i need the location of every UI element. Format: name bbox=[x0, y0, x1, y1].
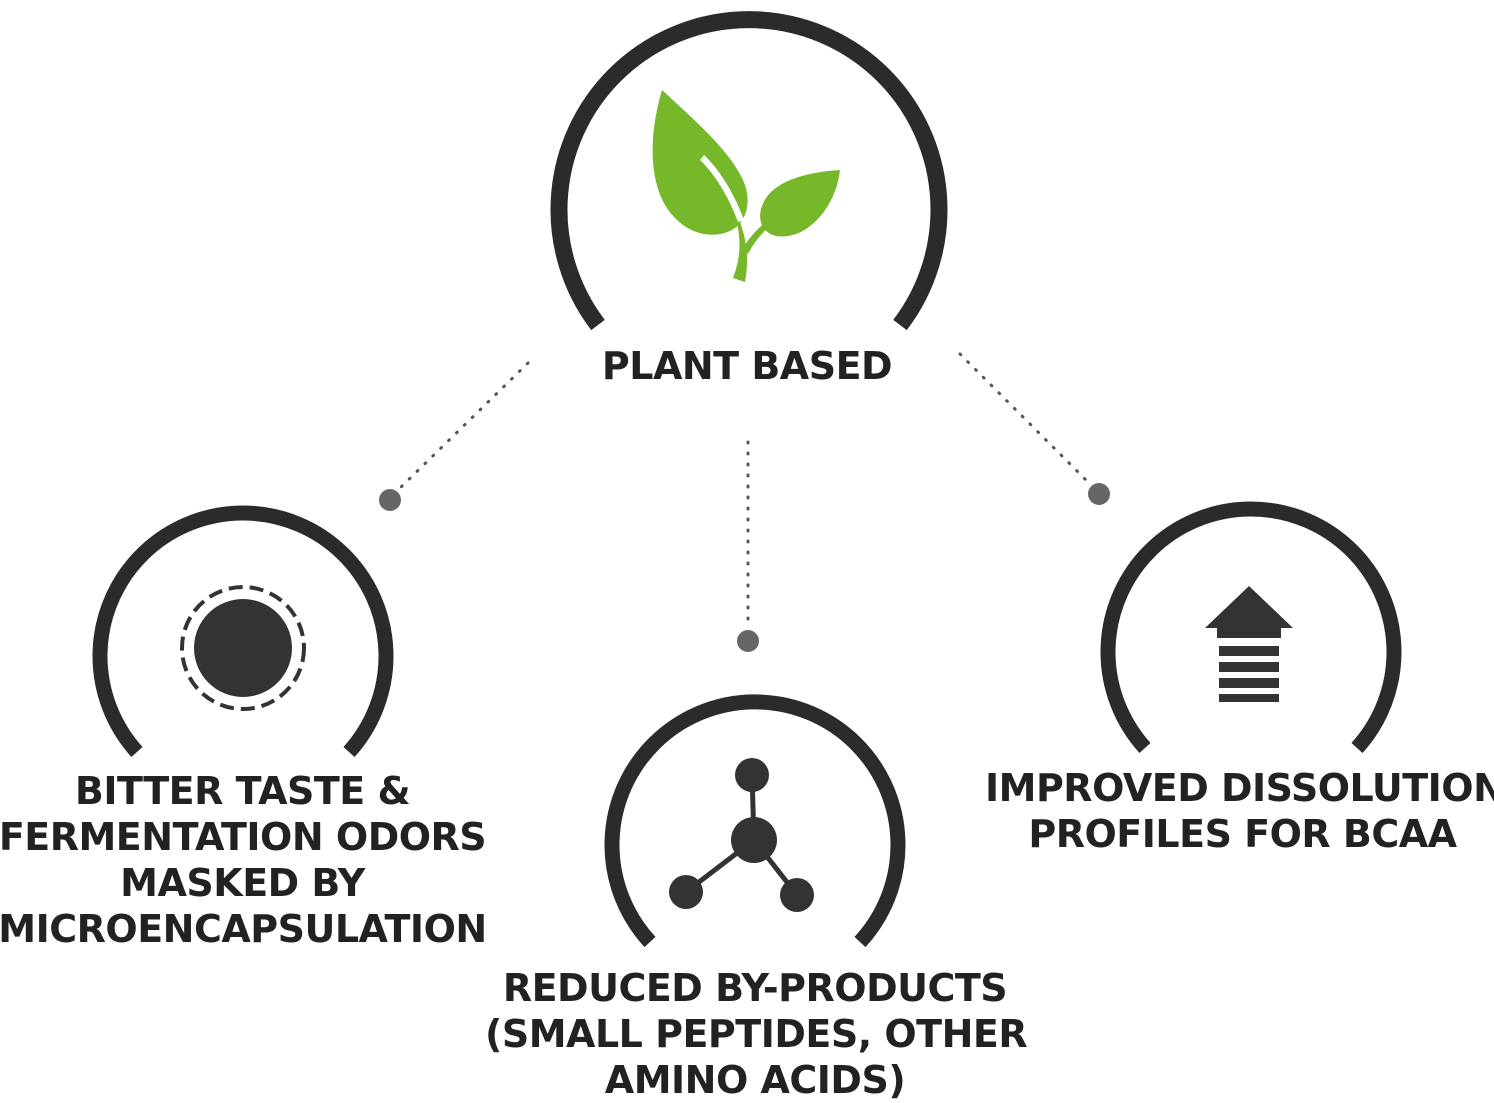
plant-based-label: PLANT BASED bbox=[497, 343, 997, 389]
byproducts-ring bbox=[604, 694, 906, 948]
connector-right bbox=[958, 352, 1094, 488]
dissolution-ring bbox=[1100, 501, 1402, 754]
dissolution-label: IMPROVED DISSOLUTION PROFILES FOR BCAA bbox=[985, 765, 1494, 857]
leaf-icon bbox=[652, 90, 840, 282]
plant-ring bbox=[550, 11, 948, 331]
taste-label: BITTER TASTE & FERMENTATION ODORS MASKED… bbox=[0, 768, 495, 952]
connector-dot-right bbox=[1088, 483, 1110, 505]
taste-line-3: MASKED BY bbox=[120, 861, 365, 905]
connector-dot-middle bbox=[737, 630, 759, 652]
molecule-icon bbox=[669, 758, 814, 912]
up-arrow-icon bbox=[1205, 586, 1293, 702]
taste-line-2: FERMENTATION ODORS bbox=[0, 815, 487, 859]
connector-dot-left bbox=[379, 489, 401, 511]
dissolution-line-1: IMPROVED DISSOLUTION bbox=[985, 766, 1494, 810]
byproducts-line-1: REDUCED BY-PRODUCTS bbox=[502, 966, 1008, 1010]
byproducts-line-2: (SMALL PEPTIDES, OTHER bbox=[485, 1012, 1028, 1056]
taste-line-1: BITTER TASTE & bbox=[74, 769, 411, 813]
microcapsule-icon bbox=[180, 585, 306, 711]
dissolution-line-2: PROFILES FOR BCAA bbox=[1028, 812, 1457, 856]
taste-ring bbox=[92, 505, 394, 758]
byproducts-label: REDUCED BY-PRODUCTS (SMALL PEPTIDES, OTH… bbox=[485, 965, 1028, 1103]
taste-line-4: MICROENCAPSULATION bbox=[0, 907, 487, 951]
byproducts-line-3: AMINO ACIDS) bbox=[604, 1058, 906, 1102]
plant-based-line-1: PLANT BASED bbox=[601, 344, 893, 388]
